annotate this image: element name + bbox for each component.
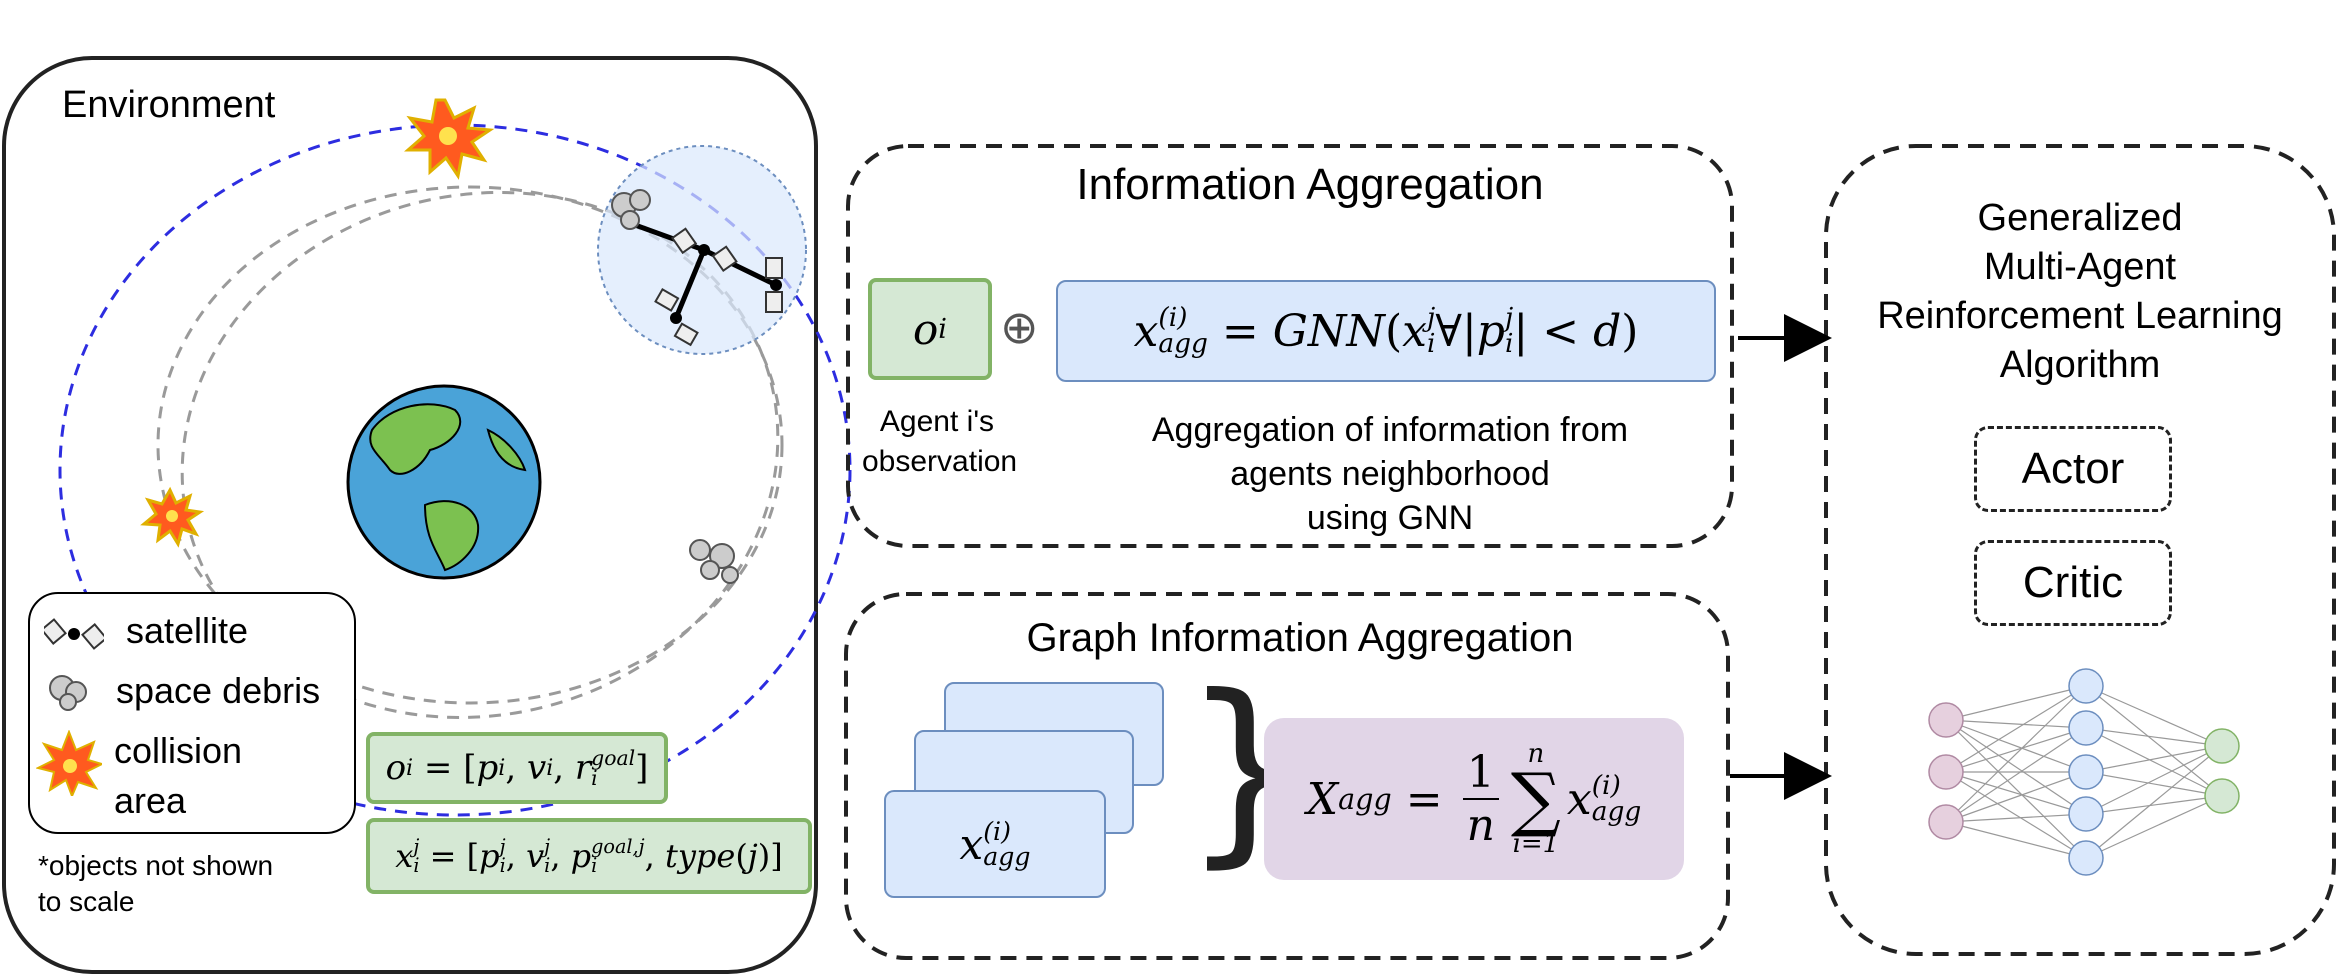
neural-network-icon bbox=[1928, 668, 2240, 876]
marl-title: Generalized Multi-Agent Reinforcement Le… bbox=[1877, 197, 2283, 386]
scale-note-line-1: *objects not shown bbox=[38, 850, 274, 881]
legend-debris-label: space debris bbox=[116, 670, 321, 711]
info-aggregation-title: Information Aggregation bbox=[1076, 160, 1544, 209]
satellite-icon bbox=[765, 257, 783, 313]
collision-icon bbox=[36, 730, 102, 796]
legend-satellite-label: satellite bbox=[126, 610, 249, 651]
legend-collision-label-1: collision bbox=[114, 730, 243, 771]
collision-icon bbox=[404, 98, 495, 180]
graph-aggregation-frame bbox=[844, 592, 1730, 960]
oplus-icon: ⊕ bbox=[1000, 301, 1039, 353]
satellite-icon bbox=[44, 618, 104, 650]
legend-collision-label-2: area bbox=[114, 780, 187, 821]
collision-icon bbox=[140, 486, 205, 548]
marl-frame bbox=[1824, 144, 2336, 956]
gnn-caption: Aggregation of information from agents n… bbox=[1151, 411, 1629, 537]
gray-orbit-inner bbox=[156, 185, 784, 705]
environment-title: Environment bbox=[62, 84, 276, 126]
scale-note: *objects not shown to scale bbox=[38, 848, 338, 920]
agent-feature-card: x(i)agg bbox=[884, 790, 1106, 898]
legend: satellite space debris collision area bbox=[28, 592, 356, 834]
space-debris-icon bbox=[611, 189, 651, 230]
observation-caption: Agent i's observation bbox=[862, 405, 1018, 478]
actor-module: Actor bbox=[1974, 426, 2172, 512]
graph-aggregation-title: Graph Information Aggregation bbox=[1026, 616, 1574, 660]
info-aggregation-frame bbox=[846, 144, 1734, 548]
scale-note-line-2: to scale bbox=[38, 886, 135, 917]
space-debris-icon bbox=[49, 675, 87, 711]
satellite-icon bbox=[654, 288, 699, 347]
gray-orbit-outer bbox=[180, 190, 780, 720]
earth-icon bbox=[346, 384, 542, 580]
critic-module: Critic bbox=[1974, 540, 2172, 626]
environment-frame bbox=[2, 56, 818, 974]
satellite-icon bbox=[670, 227, 738, 273]
space-debris-icon bbox=[689, 539, 739, 584]
